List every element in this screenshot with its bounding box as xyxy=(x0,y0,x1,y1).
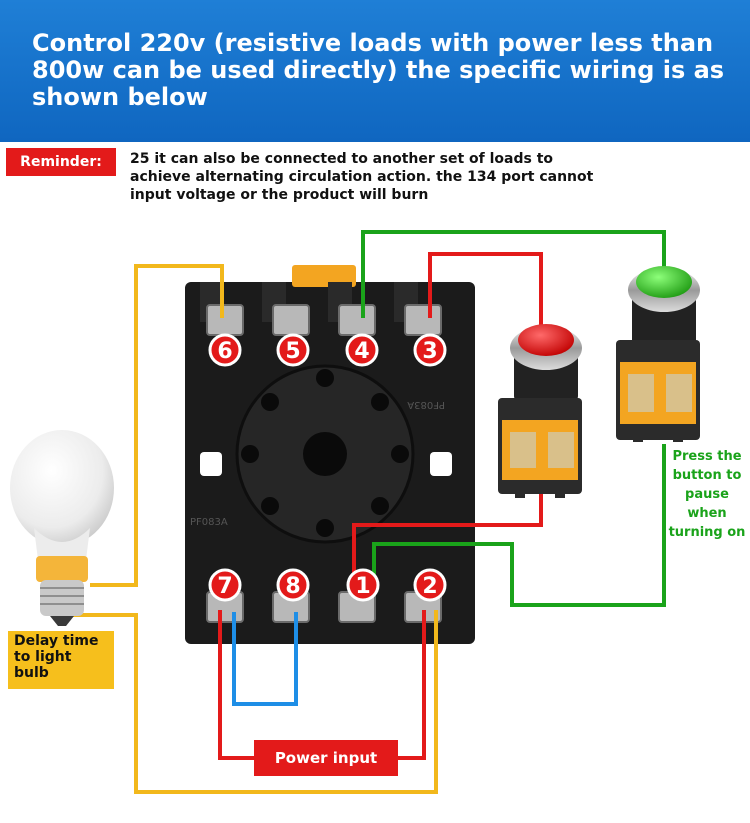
terminal-3: 3 xyxy=(413,333,447,367)
red-wire-red-button-to-1 xyxy=(352,478,543,585)
reminder-text: 25 it can also be connected to another s… xyxy=(130,151,594,203)
socket-model-label-bottom: PF083A xyxy=(190,517,228,528)
terminal-1: 1 xyxy=(346,568,380,602)
terminal-5-label: 5 xyxy=(285,339,300,364)
socket-model-label-top: PF083A xyxy=(407,399,445,410)
terminal-3-label: 3 xyxy=(422,339,437,364)
reminder-badge: Reminder: xyxy=(6,148,116,176)
terminal-4-label: 4 xyxy=(354,339,369,364)
red-wire-power-to-7 xyxy=(218,610,254,760)
green-push-button-icon xyxy=(616,266,700,442)
relay-socket-icon xyxy=(185,265,475,644)
terminal-2: 2 xyxy=(413,568,447,602)
header-banner: Control 220v (resistive loads with power… xyxy=(0,0,750,142)
page-title: Control 220v (resistive loads with power… xyxy=(32,29,725,111)
terminal-2-label: 2 xyxy=(422,574,437,599)
terminal-7-label: 7 xyxy=(217,574,232,599)
terminal-6-label: 6 xyxy=(217,339,232,364)
terminal-4: 4 xyxy=(345,333,379,367)
terminal-8: 8 xyxy=(276,568,310,602)
green-wire-green-button-to-1 xyxy=(372,444,666,607)
yellow-wire-6-to-bulb xyxy=(90,264,224,587)
yellow-wire-bulb-to-2 xyxy=(60,610,438,794)
terminal-6: 6 xyxy=(208,333,242,367)
red-push-button-icon xyxy=(498,324,582,498)
terminal-1-label: 1 xyxy=(355,574,370,599)
terminal-5: 5 xyxy=(276,333,310,367)
power-input-label: Power input xyxy=(254,740,398,776)
terminal-7: 7 xyxy=(208,568,242,602)
delay-bulb-label: Delay time to light bulb xyxy=(8,631,114,689)
terminal-8-label: 8 xyxy=(285,574,300,599)
press-button-caption: Press the button to pause when turning o… xyxy=(668,449,746,540)
blue-jumper-7-to-8 xyxy=(232,612,298,706)
light-bulb-icon xyxy=(10,430,114,626)
red-wire-power-to-2 xyxy=(398,610,426,760)
